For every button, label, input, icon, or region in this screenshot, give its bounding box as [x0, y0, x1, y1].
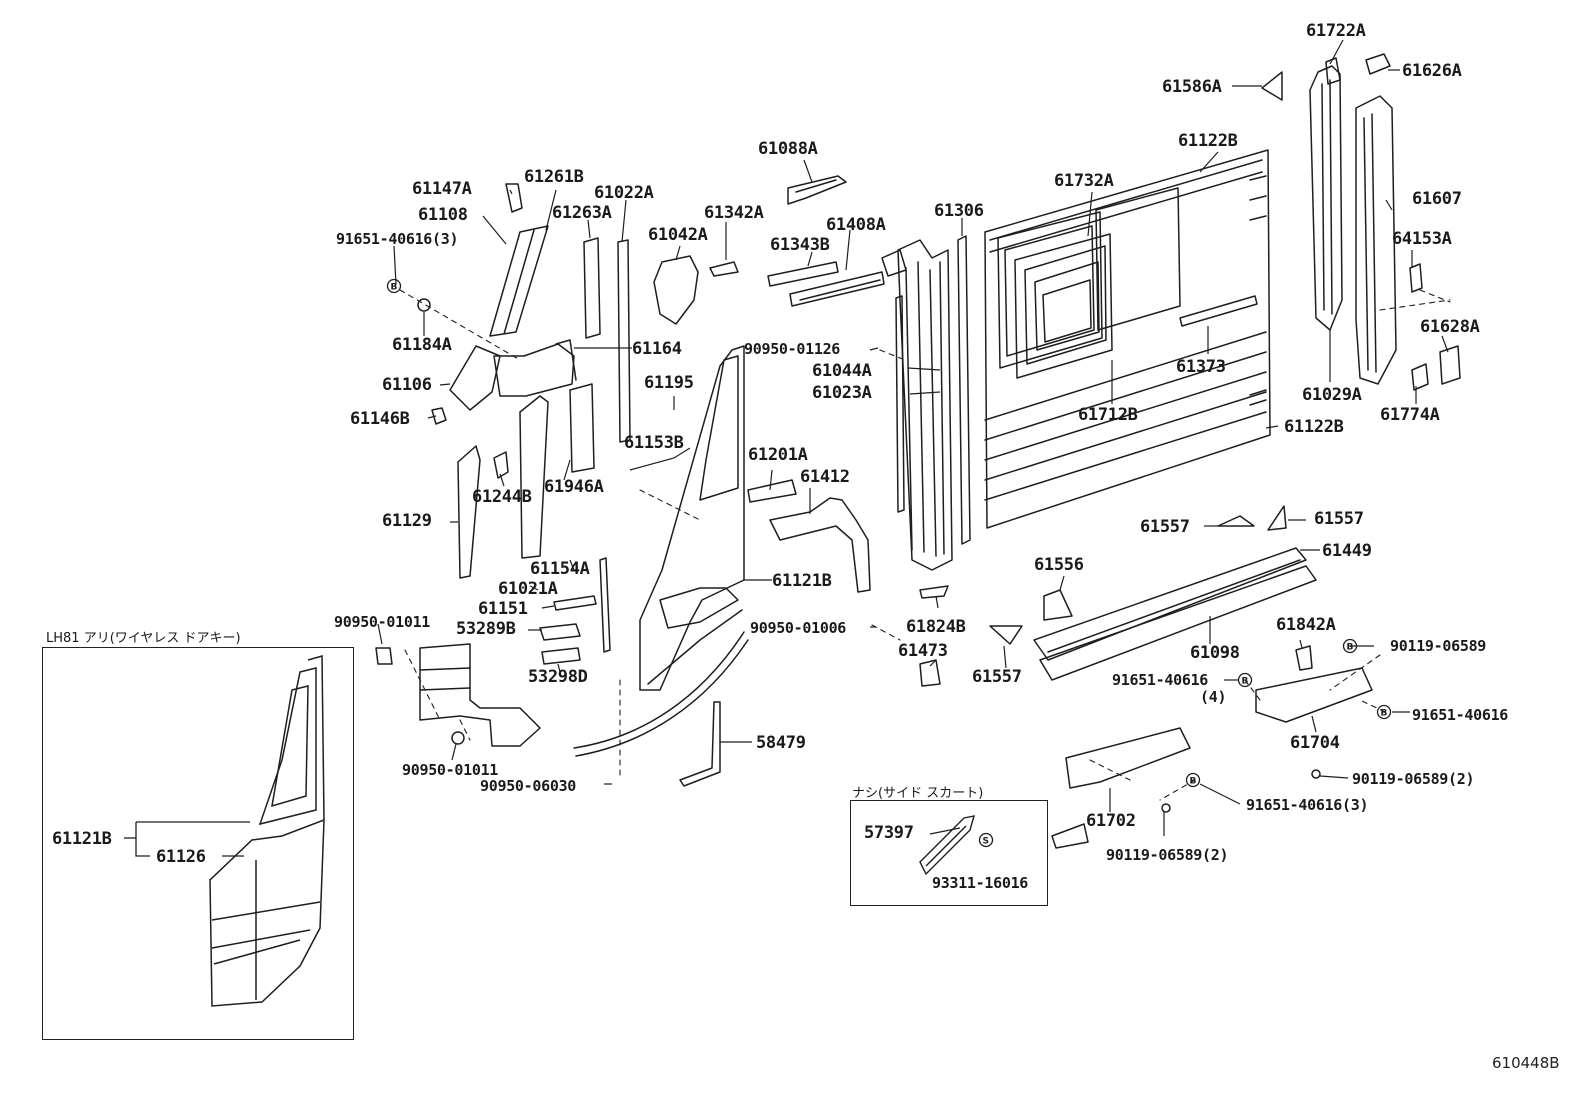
- front-door: [639, 345, 745, 691]
- part-label: 53298D: [528, 667, 588, 687]
- part-label: 61557: [1314, 509, 1364, 529]
- part-label: 61088A: [758, 139, 818, 159]
- part-label: 58479: [756, 733, 806, 753]
- part-label: 91651-40616(3): [336, 230, 459, 248]
- bolt-icon: B: [1381, 709, 1388, 719]
- inset-label-57397: 57397: [864, 823, 914, 843]
- part-label: 61946A: [544, 477, 604, 497]
- inset-lh81-caption: LH81 アリ(ワイヤレス ドアキー): [46, 631, 241, 646]
- part-label: 61261B: [524, 167, 584, 187]
- part-label: 61244B: [472, 487, 532, 507]
- rear-pillar: [1309, 53, 1397, 385]
- rocker-panel: [1033, 547, 1317, 681]
- diagram-reference-id: 610448B: [1492, 1054, 1560, 1072]
- part-label: 61473: [898, 641, 948, 661]
- bolt-icon: B: [1242, 677, 1249, 687]
- bolt-icon: B: [1190, 777, 1197, 787]
- part-label: 61129: [382, 511, 432, 531]
- part-label: 91651-40616(3): [1246, 796, 1369, 814]
- part-label: 61044A: [812, 361, 872, 381]
- part-label: 91651-40616: [1112, 671, 1209, 689]
- part-label: 61722A: [1306, 21, 1366, 41]
- inset-label-93311-16016: 93311-16016: [932, 874, 1029, 892]
- part-label: 61824B: [906, 617, 966, 637]
- part-label: 61628A: [1420, 317, 1480, 337]
- part-label: 91651-40616: [1412, 706, 1509, 724]
- part-label: 61184A: [392, 335, 452, 355]
- part-label: 61556: [1034, 555, 1084, 575]
- inset-label-61121b: 61121B: [52, 829, 112, 849]
- part-label: 61306: [934, 201, 984, 221]
- screw-icon: S: [983, 837, 989, 847]
- part-label: 61732A: [1054, 171, 1114, 191]
- part-label: 61147A: [412, 179, 472, 199]
- part-label: 61108: [418, 205, 468, 225]
- part-label: 61146B: [350, 409, 410, 429]
- part-label: 61121B: [772, 571, 832, 591]
- part-label: 61122B: [1284, 417, 1344, 437]
- part-label: 61607: [1412, 189, 1462, 209]
- part-label: 61373: [1176, 357, 1226, 377]
- part-label: 61151: [478, 599, 528, 619]
- center-pillar: [881, 235, 971, 571]
- inset-label-61126: 61126: [156, 847, 206, 867]
- part-label: 90950-01011: [402, 761, 499, 779]
- inset-lh81-frame: [42, 647, 354, 1040]
- part-label: 61022A: [594, 183, 654, 203]
- part-label: 61201A: [748, 445, 808, 465]
- part-label: 61557: [1140, 517, 1190, 537]
- part-label: 90119-06589(2): [1106, 846, 1229, 864]
- part-label: 61106: [382, 375, 432, 395]
- part-label: 53289B: [456, 619, 516, 639]
- part-label: 64153A: [1392, 229, 1452, 249]
- part-label: 61263A: [552, 203, 612, 223]
- part-label: 61343B: [770, 235, 830, 255]
- part-label: 61408A: [826, 215, 886, 235]
- part-label: 61704: [1290, 733, 1340, 753]
- part-label: 61122B: [1178, 131, 1238, 151]
- side-panel-61122b: [984, 149, 1271, 529]
- part-label: 90119-06589: [1390, 637, 1487, 655]
- part-label: 90119-06589(2): [1352, 770, 1475, 788]
- inset-side-skirt-frame: [850, 800, 1048, 906]
- part-label: 61702: [1086, 811, 1136, 831]
- part-label: 61098: [1190, 643, 1240, 663]
- inset-door-drawing: [209, 655, 325, 1007]
- part-label: 90950-01126: [744, 340, 841, 358]
- part-label: 61195: [644, 373, 694, 393]
- part-label: 90950-01006: [750, 619, 847, 637]
- part-label: 61774A: [1380, 405, 1440, 425]
- part-label: 61626A: [1402, 61, 1462, 81]
- part-label: 61412: [800, 467, 850, 487]
- bolt-icon: B: [1347, 643, 1354, 653]
- part-label: 61153B: [624, 433, 684, 453]
- part-label: 61042A: [648, 225, 708, 245]
- part-label: 61449: [1322, 541, 1372, 561]
- part-label: 61023A: [812, 383, 872, 403]
- part-label: 61342A: [704, 203, 764, 223]
- bolt-icon: B: [391, 283, 398, 293]
- part-label: 61712B: [1078, 405, 1138, 425]
- part-label: 61586A: [1162, 77, 1222, 97]
- part-label: 90950-01011: [334, 613, 431, 631]
- part-label: 61029A: [1302, 385, 1362, 405]
- inset-side-skirt-caption: ナシ(サイド スカート): [852, 786, 984, 801]
- window-seal: [997, 211, 1113, 379]
- part-label: 61842A: [1276, 615, 1336, 635]
- part-label: 61021A: [498, 579, 558, 599]
- part-label: 61164: [632, 339, 682, 359]
- part-label: 61557: [972, 667, 1022, 687]
- part-label: 61154A: [530, 559, 590, 579]
- part-label: (4): [1200, 688, 1227, 706]
- part-label: 90950-06030: [480, 777, 577, 795]
- inset-side-skirt-drawing: [919, 815, 975, 876]
